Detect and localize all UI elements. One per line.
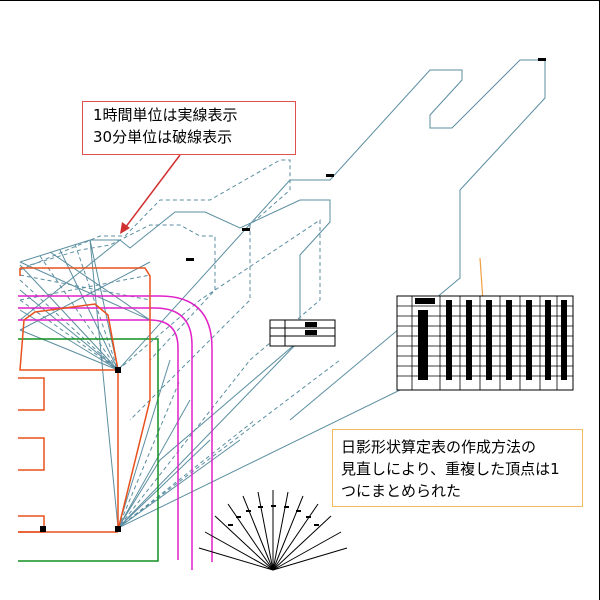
- shadow-ray-1: [117, 389, 401, 529]
- building-notch-1: [18, 377, 45, 411]
- small-table-frame: [269, 319, 336, 347]
- vertex-marker-4: [538, 58, 546, 61]
- dashed-outline-2: [117, 219, 321, 529]
- hour-note-line-2: 30分単位は破線表示: [93, 128, 233, 146]
- shadow-ray-7: [89, 239, 119, 529]
- solid-shadow-lines: [19, 59, 546, 529]
- shadow-ray-6: [117, 359, 171, 529]
- method-note-line-2: 見直しにより、重複した頂点は1: [341, 460, 560, 478]
- fan-line-2: [19, 289, 119, 371]
- vertex-marker-2: [115, 526, 121, 532]
- fan-line-1: [19, 264, 119, 371]
- building-outlines: [18, 267, 151, 533]
- dashed-fan-2: [19, 299, 119, 371]
- fan-line-5: [59, 249, 119, 371]
- shadow-ray-5: [117, 399, 191, 529]
- cross-line-1: [19, 261, 151, 321]
- callout-pointer-arrowhead: [120, 222, 130, 234]
- direction-fan-ticks: [228, 505, 319, 526]
- cross-line-3: [49, 251, 151, 321]
- method-note-line-3: つにまとめられた: [341, 482, 462, 500]
- building-outline-main: [20, 267, 151, 531]
- dashed-ray-1: [117, 359, 341, 529]
- vertex-marker-7: [186, 258, 194, 261]
- dashed-fan-1: [19, 279, 119, 371]
- dashed-ray-2: [117, 419, 256, 529]
- building-roof-shape: [19, 303, 119, 371]
- shadow-ray-2: [117, 339, 301, 529]
- vertex-marker-6: [242, 228, 250, 231]
- vertex-marker-5: [326, 174, 334, 177]
- shadow-ray-4: [117, 439, 211, 529]
- shadow-outline-mid: [19, 199, 331, 529]
- dashed-fan-4: [74, 243, 119, 371]
- dashed-outline-1: [19, 159, 291, 421]
- small-table-cell-mark-1: [305, 322, 317, 327]
- small-table-cell-mark-2: [305, 330, 317, 335]
- cross-line-4: [19, 239, 121, 321]
- shadow-outline-long: [117, 59, 546, 421]
- dashed-outline-3: [29, 224, 216, 361]
- method-revision-callout: 日影形状算定表の作成方法の 見直しにより、重複した頂点は1 つにまとめられた: [332, 429, 583, 507]
- magenta-curve-1: [18, 295, 213, 562]
- green-boundary: [18, 338, 159, 562]
- vertex-markers: [40, 58, 546, 532]
- calc-table-filled-cells: [415, 298, 567, 380]
- hour-note-line-1: 1時間単位は実線表示: [93, 106, 238, 124]
- vertex-marker-1: [115, 367, 121, 373]
- dashed-fan-3: [39, 255, 119, 371]
- building-notch-2: [18, 437, 45, 471]
- dashed-ray-3: [117, 379, 181, 529]
- small-label-table: [269, 319, 336, 347]
- fan-line-4: [19, 329, 119, 371]
- shadow-ray-3: [117, 439, 241, 529]
- dashed-shadow-lines: [19, 159, 341, 529]
- vertex-marker-3: [40, 526, 46, 532]
- magenta-curve-2: [18, 307, 193, 570]
- hour-interval-callout: 1時間単位は実線表示 30分単位は破線表示: [82, 101, 296, 155]
- shadow-calculation-table: [396, 295, 574, 391]
- callout-pointer: [124, 154, 181, 229]
- direction-fan: [198, 490, 348, 571]
- method-note-line-1: 日影形状算定表の作成方法の: [341, 438, 537, 456]
